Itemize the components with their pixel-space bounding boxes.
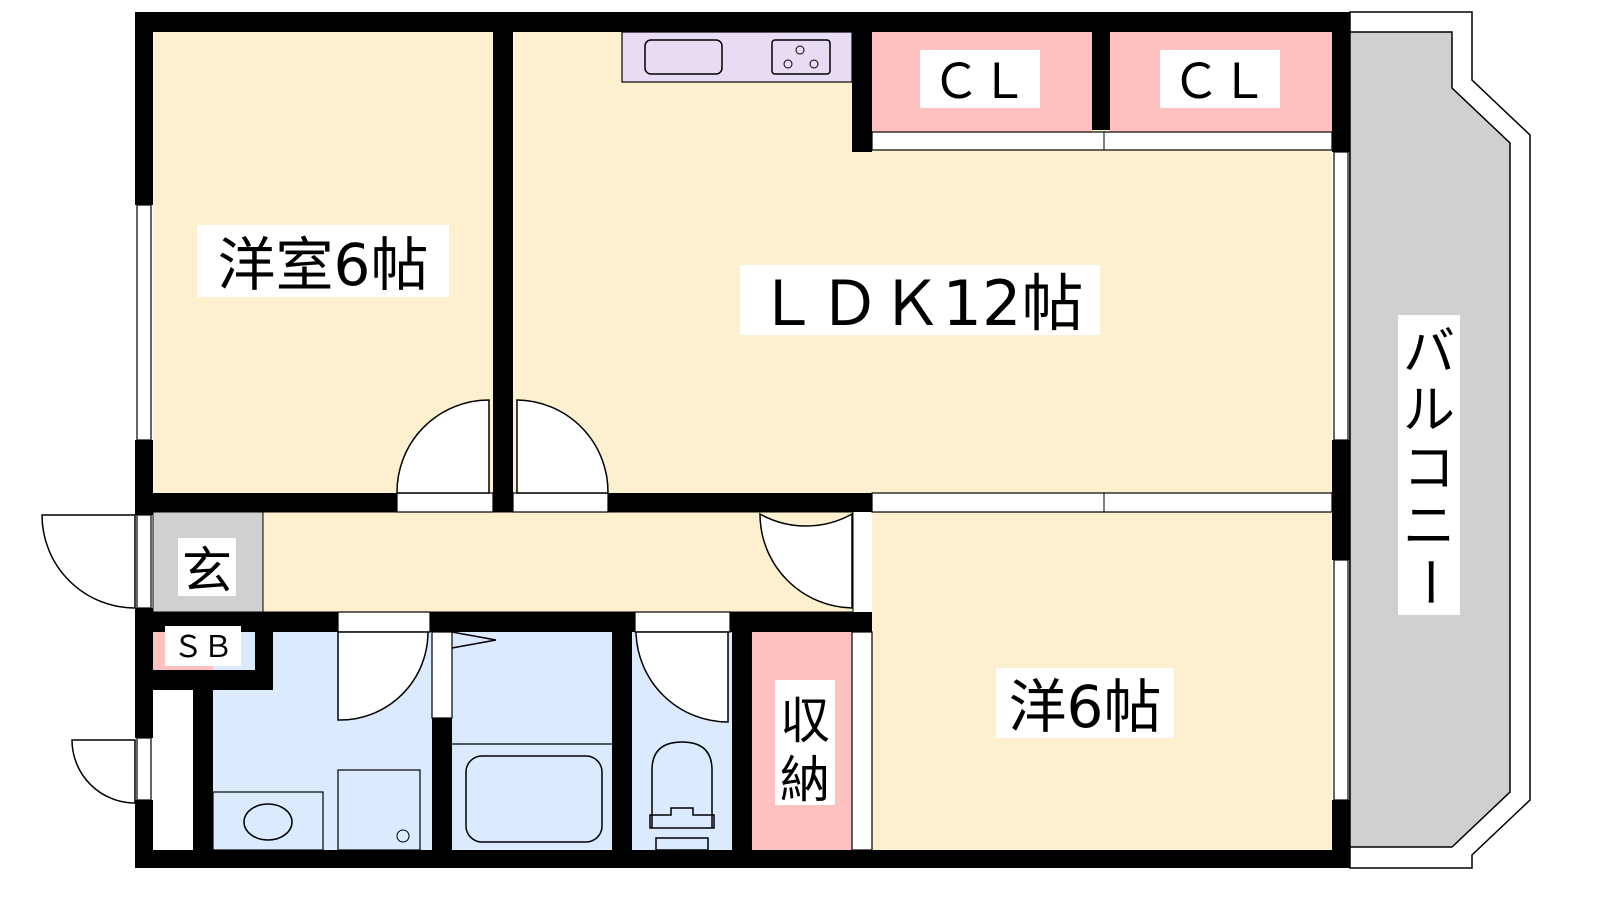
bathroom (452, 632, 612, 850)
balcony-label-1: バ (1403, 323, 1455, 383)
western-room-1-label: 洋室6帖 (218, 231, 429, 299)
balcony-label-3: コ (1403, 439, 1455, 499)
balcony-label-2: ル (1403, 381, 1455, 441)
storage-label-1: 収 (780, 692, 830, 750)
windows (136, 131, 1349, 851)
western-room-2-label: 洋6帖 (1009, 673, 1162, 741)
sink-icon (644, 39, 723, 75)
closet-1-label: ＣＬ (932, 54, 1028, 110)
washbasin-icon (243, 803, 293, 841)
balcony-label-5: ー (1398, 556, 1458, 608)
bathtub-icon (465, 755, 603, 843)
balcony-label-4: ニ (1403, 497, 1455, 557)
closet-2-label: ＣＬ (1172, 54, 1268, 110)
shoe-box-label: ＳＢ (173, 630, 233, 665)
ldk-label: ＬＤＫ12帖 (757, 267, 1084, 340)
entrance-label: 玄 (182, 542, 232, 600)
stove-icon (771, 39, 831, 75)
hallway (262, 511, 854, 613)
storage-label-2: 納 (780, 751, 830, 809)
doors (41, 399, 853, 804)
walls (135, 12, 1350, 868)
